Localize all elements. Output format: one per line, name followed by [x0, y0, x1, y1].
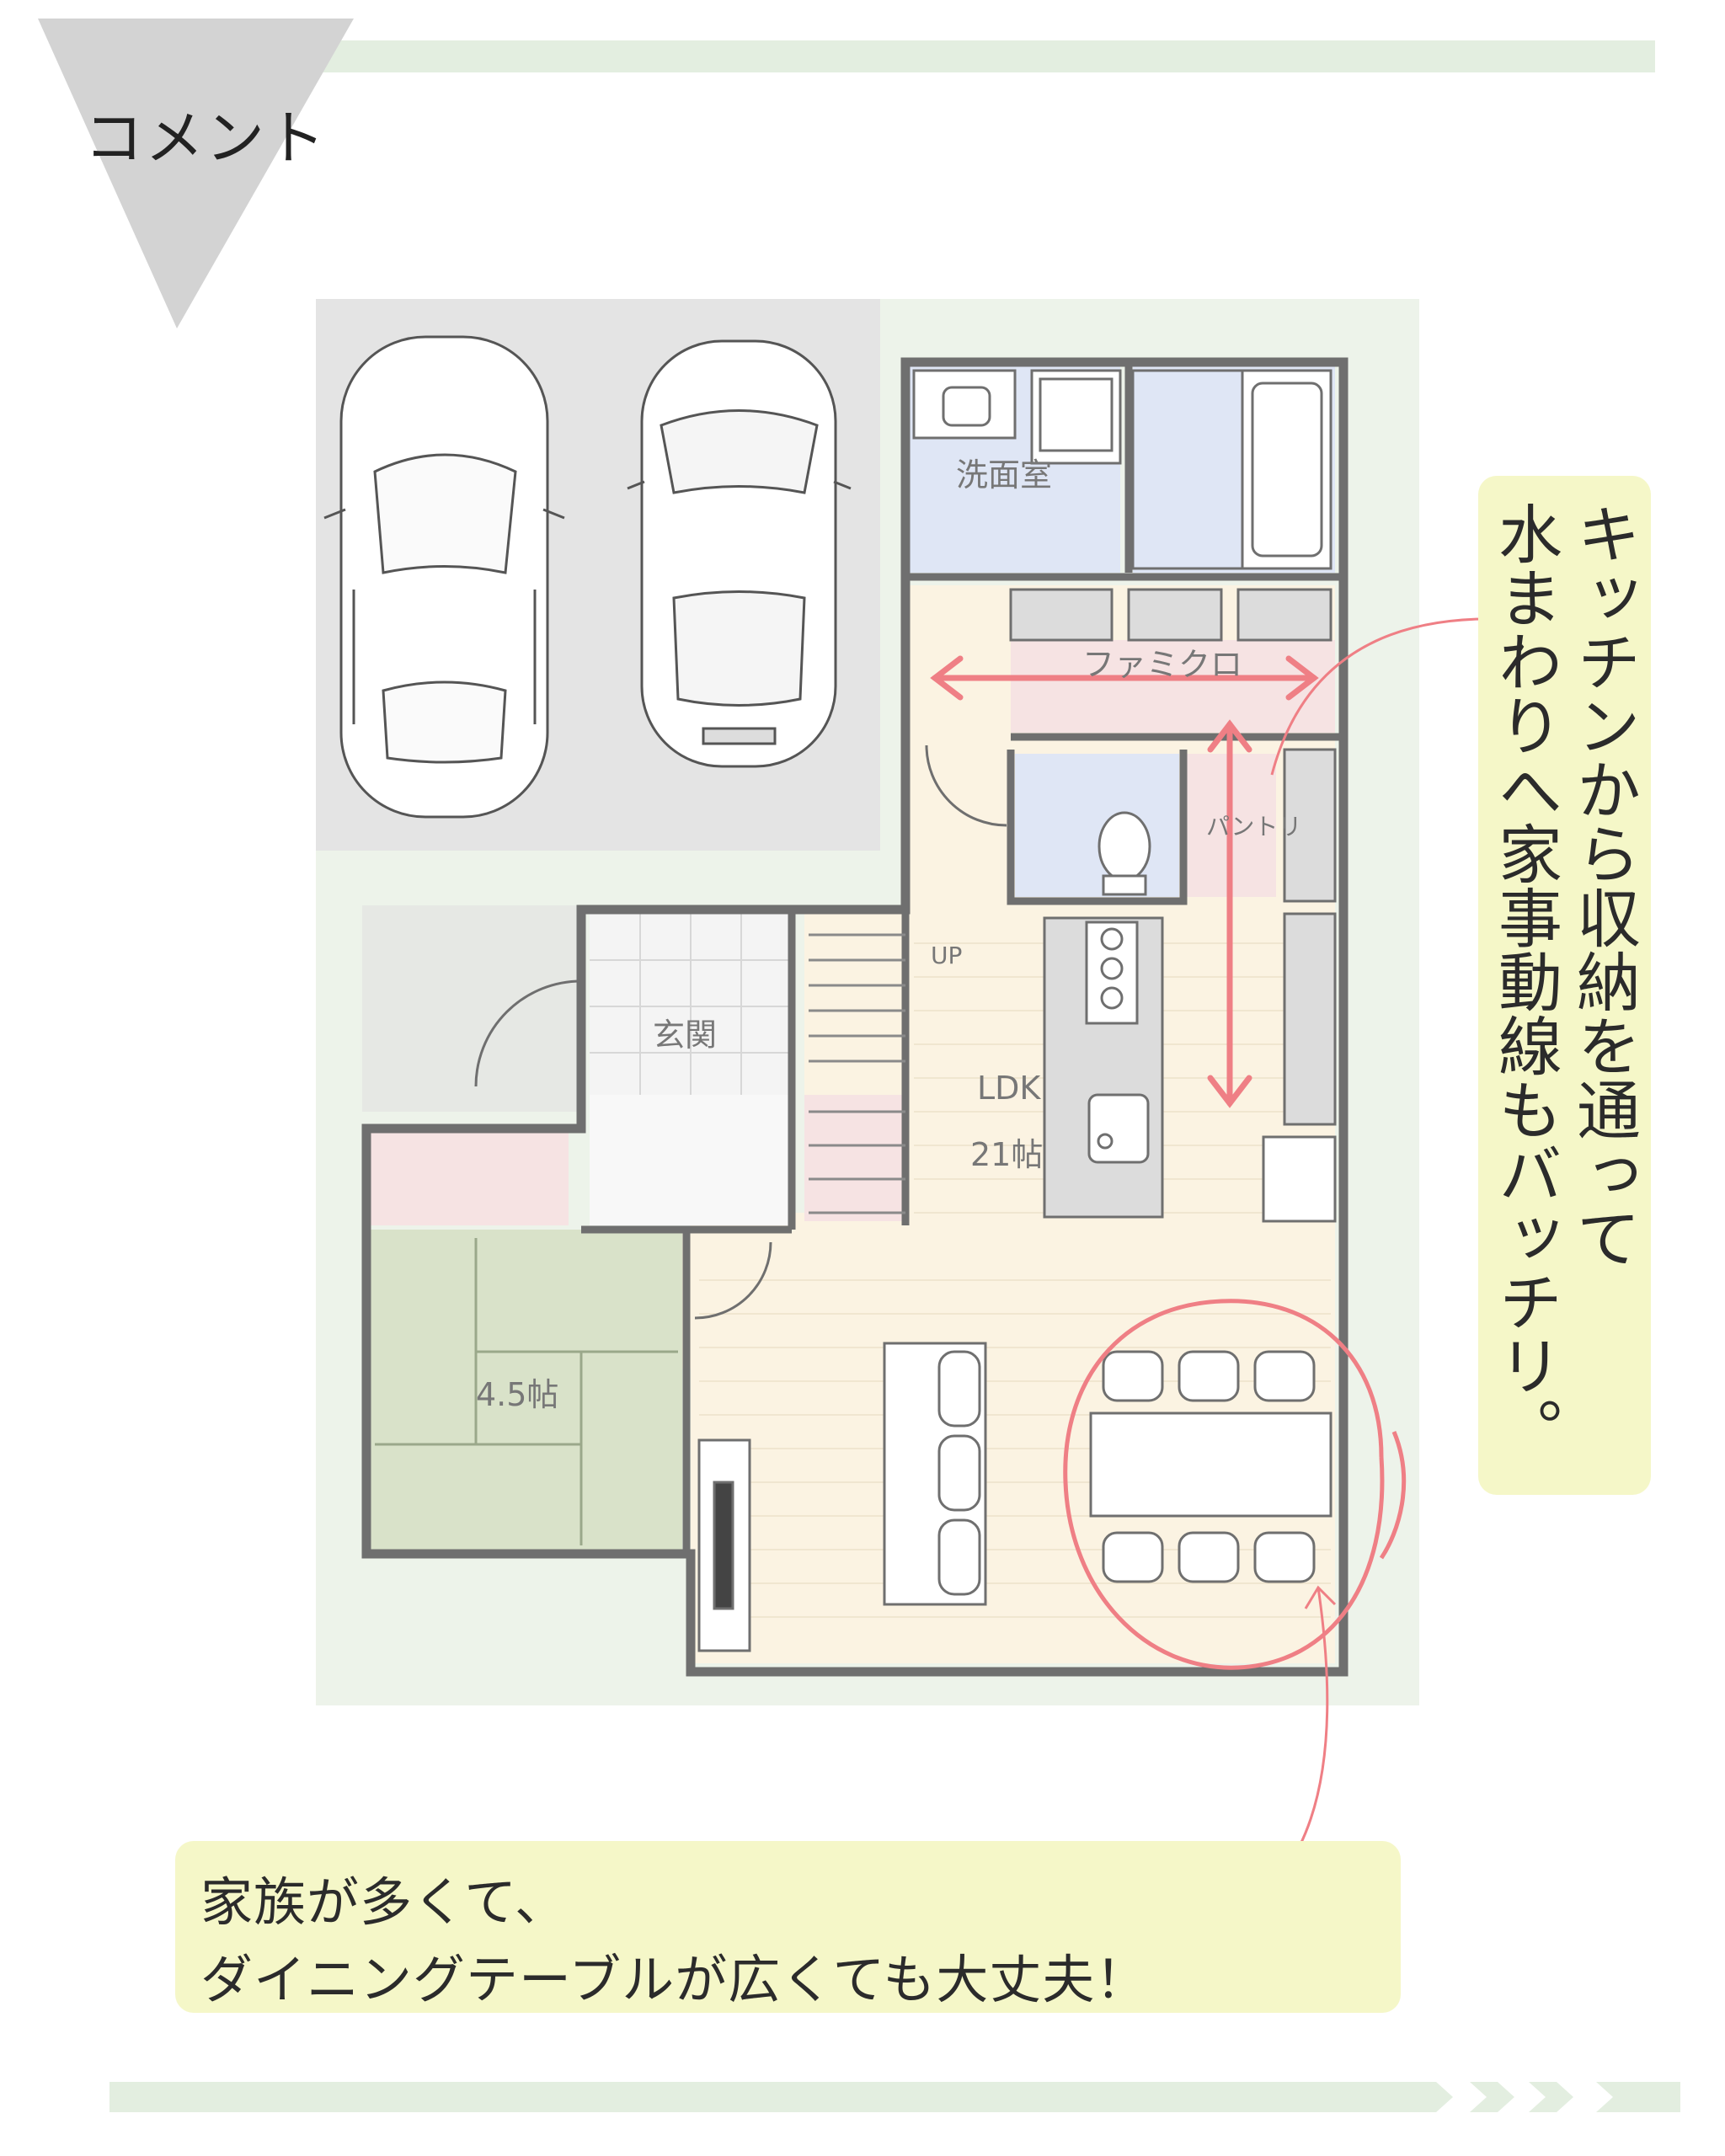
callout-bottom-line2: ダイニングテーブルが広くても大丈夫！: [200, 1949, 1149, 2010]
doors: [474, 744, 1007, 1320]
japanese-room-floor: [371, 1230, 682, 1550]
label-entrance: 玄関: [653, 1017, 718, 1054]
family-closet-floor: [1011, 640, 1335, 733]
callout-bottom-line1: 家族が多くて、: [200, 1871, 569, 1933]
toilet: [1097, 811, 1151, 896]
header-bar: [80, 40, 1655, 72]
porch-area: [362, 905, 581, 1112]
callout-vertical-col1: キッチンから収納を通って: [1566, 501, 1641, 1269]
footer-chevron-1: [1470, 2082, 1514, 2112]
label-pantry: パントリ: [1206, 813, 1302, 841]
callout-bottom-bg: [175, 1841, 1401, 2013]
red-annotations: [930, 655, 1319, 1108]
dining-set: [1089, 1350, 1332, 1583]
label-stairs-up: UP: [931, 942, 963, 969]
closet-shelves: [1009, 588, 1337, 1126]
callout-vertical: キッチンから収納を通って 水まわりへ家事動線もバッチリ。: [1478, 476, 1651, 1495]
storage-floor: [366, 1133, 569, 1225]
footer-decoration: [109, 2082, 1680, 2112]
label-ldk-size: 21帖: [970, 1136, 1044, 1173]
stairs: [809, 933, 905, 1214]
car-right: [627, 339, 852, 768]
entrance-hall: [590, 1095, 792, 1225]
label-ldk: LDK: [977, 1070, 1041, 1107]
label-family-closet: ファミクロ: [1082, 646, 1243, 683]
sofa: [883, 1342, 987, 1606]
washroom-fixtures: [912, 369, 1332, 570]
tatami-lines: [375, 1238, 678, 1545]
kitchen-counter: [1043, 916, 1337, 1223]
label-japanese-room: 4.5帖: [476, 1376, 559, 1413]
header-triangle: [38, 19, 354, 328]
stair-landing: [804, 1095, 905, 1221]
footer-bar: [109, 2082, 1453, 2112]
footer-chevron-2: [1529, 2082, 1573, 2112]
inner-walls: [581, 362, 1343, 1554]
header-decoration: [38, 19, 1655, 328]
car-left: [323, 335, 565, 819]
dining-circle-highlight: [1063, 1299, 1407, 1670]
toilet-floor: [1015, 754, 1179, 897]
callout-vertical-col2: 水まわりへ家事動線もバッチリ。: [1487, 501, 1562, 1461]
label-washroom: 洗面室: [956, 456, 1053, 494]
section-title: コメント: [84, 104, 327, 173]
entrance-tiles: [590, 914, 792, 1095]
tv-board: [697, 1438, 751, 1652]
footer-chevron-3: [1596, 2082, 1680, 2112]
walls: [361, 357, 1348, 1677]
